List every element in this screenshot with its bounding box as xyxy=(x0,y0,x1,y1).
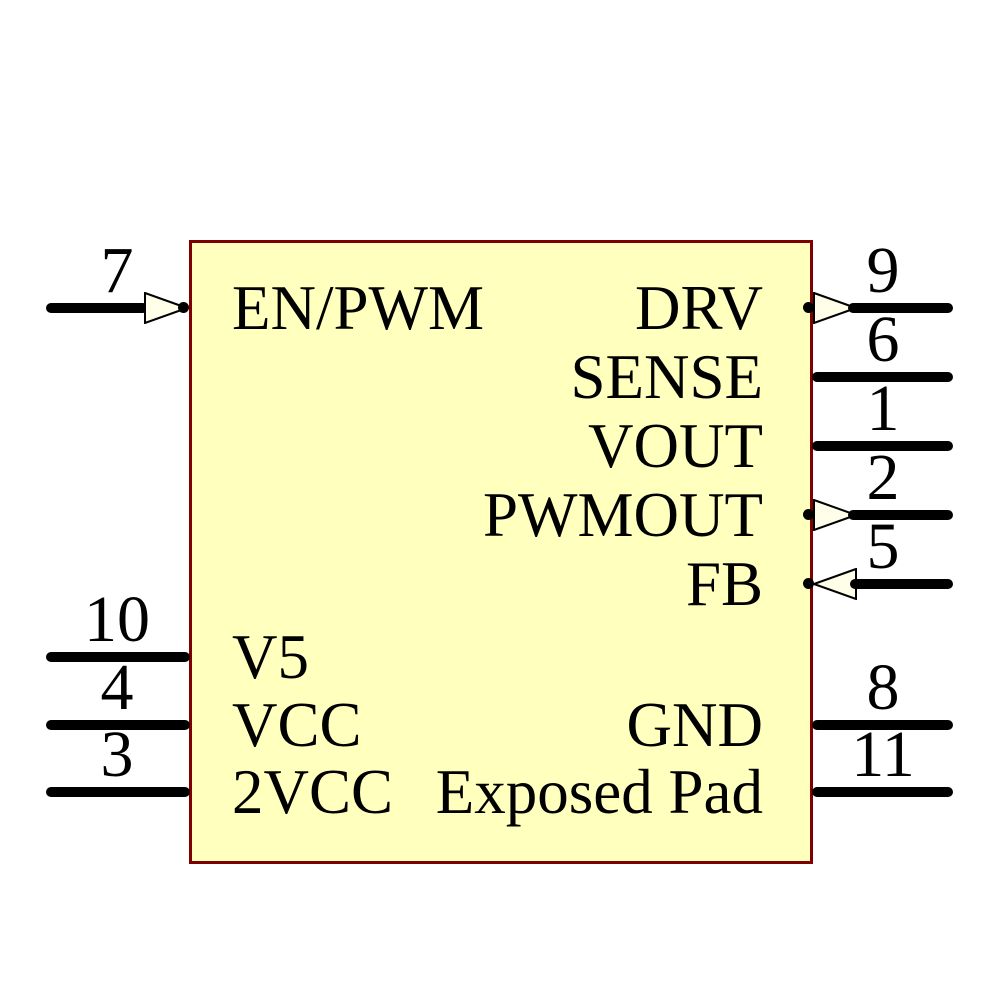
pin-label-drv: DRV xyxy=(635,273,763,343)
pin-number: 8 xyxy=(866,651,900,724)
pin-wire xyxy=(848,303,953,313)
pin-label-2vcc: 2VCC xyxy=(232,757,394,827)
input-arrow-icon xyxy=(144,292,188,324)
pin-wire xyxy=(848,510,953,520)
pin-wire xyxy=(812,441,953,451)
pin-label-vout: VOUT xyxy=(588,411,763,481)
pin-endpoint-dot xyxy=(803,302,814,313)
pin-label-gnd: GND xyxy=(626,690,764,760)
pin-number: 5 xyxy=(866,510,900,583)
output-arrow-icon xyxy=(813,292,857,324)
pin-wire xyxy=(812,372,953,382)
pin-number: 9 xyxy=(866,234,900,307)
pin-number: 2 xyxy=(866,441,900,514)
pin-wire xyxy=(46,720,190,730)
component-body[interactable] xyxy=(189,240,813,864)
pin-number: 6 xyxy=(866,303,900,376)
pin-number: 3 xyxy=(100,718,134,791)
pin-endpoint-dot xyxy=(803,578,814,589)
pin-wire xyxy=(850,579,953,589)
pin-label-vcc: VCC xyxy=(232,690,362,760)
pin-label-fb: FB xyxy=(685,549,763,619)
pin-label-en-pwm: EN/PWM xyxy=(232,273,484,343)
pin-number: 4 xyxy=(100,651,134,724)
pin-wire xyxy=(812,787,953,797)
pin-wire xyxy=(46,303,148,313)
pin-wire xyxy=(46,787,190,797)
pin-label-pwmout: PWMOUT xyxy=(483,480,763,550)
pin-number: 7 xyxy=(100,234,134,307)
pin-wire xyxy=(812,720,953,730)
pin-label-exposed-pad: Exposed Pad xyxy=(435,757,763,827)
pin-endpoint-dot xyxy=(803,509,814,520)
pin-label-sense: SENSE xyxy=(570,342,763,412)
pin-label-v5: V5 xyxy=(232,622,309,692)
pin-endpoint-dot xyxy=(178,302,189,313)
output-arrow-icon xyxy=(813,499,857,531)
pin-number: 11 xyxy=(851,718,915,791)
pin-wire xyxy=(46,652,190,662)
pin-number: 10 xyxy=(84,583,150,656)
pin-number: 1 xyxy=(866,372,900,445)
